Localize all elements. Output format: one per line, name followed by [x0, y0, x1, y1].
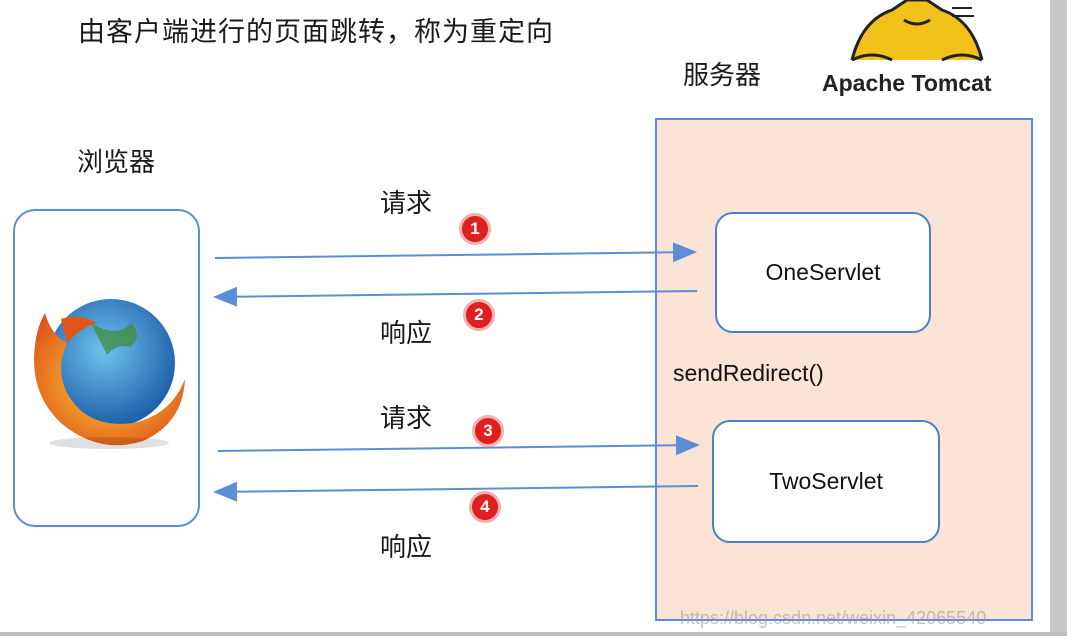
- response-arrow-2: [213, 286, 698, 307]
- tomcat-cat-logo-icon: [850, 0, 984, 62]
- one-servlet-label: OneServlet: [765, 259, 881, 285]
- step-badge-2: 2: [463, 299, 495, 331]
- response-label-2: 响应: [380, 319, 433, 349]
- firefox-logo-icon: [34, 299, 186, 449]
- step-badge-1: 1: [459, 213, 491, 245]
- browser-container: [13, 209, 200, 527]
- request-arrow-1: [214, 242, 697, 263]
- one-servlet-box: OneServlet: [715, 212, 931, 333]
- response-label-4: 响应: [380, 533, 433, 563]
- step-badge-4: 4: [469, 491, 501, 523]
- two-servlet-label: TwoServlet: [769, 468, 883, 494]
- tomcat-logo-text: Apache Tomcat: [822, 70, 992, 96]
- send-redirect-label: sendRedirect(): [673, 360, 824, 386]
- two-servlet-box: TwoServlet: [712, 420, 940, 543]
- watermark-text: https://blog.csdn.net/weixin_42065540: [680, 608, 987, 628]
- request-label-1: 请求: [380, 189, 433, 219]
- right-border-strip: [1050, 0, 1067, 636]
- browser-label: 浏览器: [77, 148, 156, 178]
- request-label-3: 请求: [380, 404, 433, 434]
- bottom-border-strip: [0, 632, 1067, 636]
- diagram-title: 由客户端进行的页面跳转，称为重定向: [78, 17, 554, 48]
- request-arrow-3: [217, 435, 700, 456]
- step-badge-3: 3: [472, 415, 504, 447]
- response-arrow-4: [213, 481, 699, 502]
- server-label: 服务器: [683, 61, 762, 91]
